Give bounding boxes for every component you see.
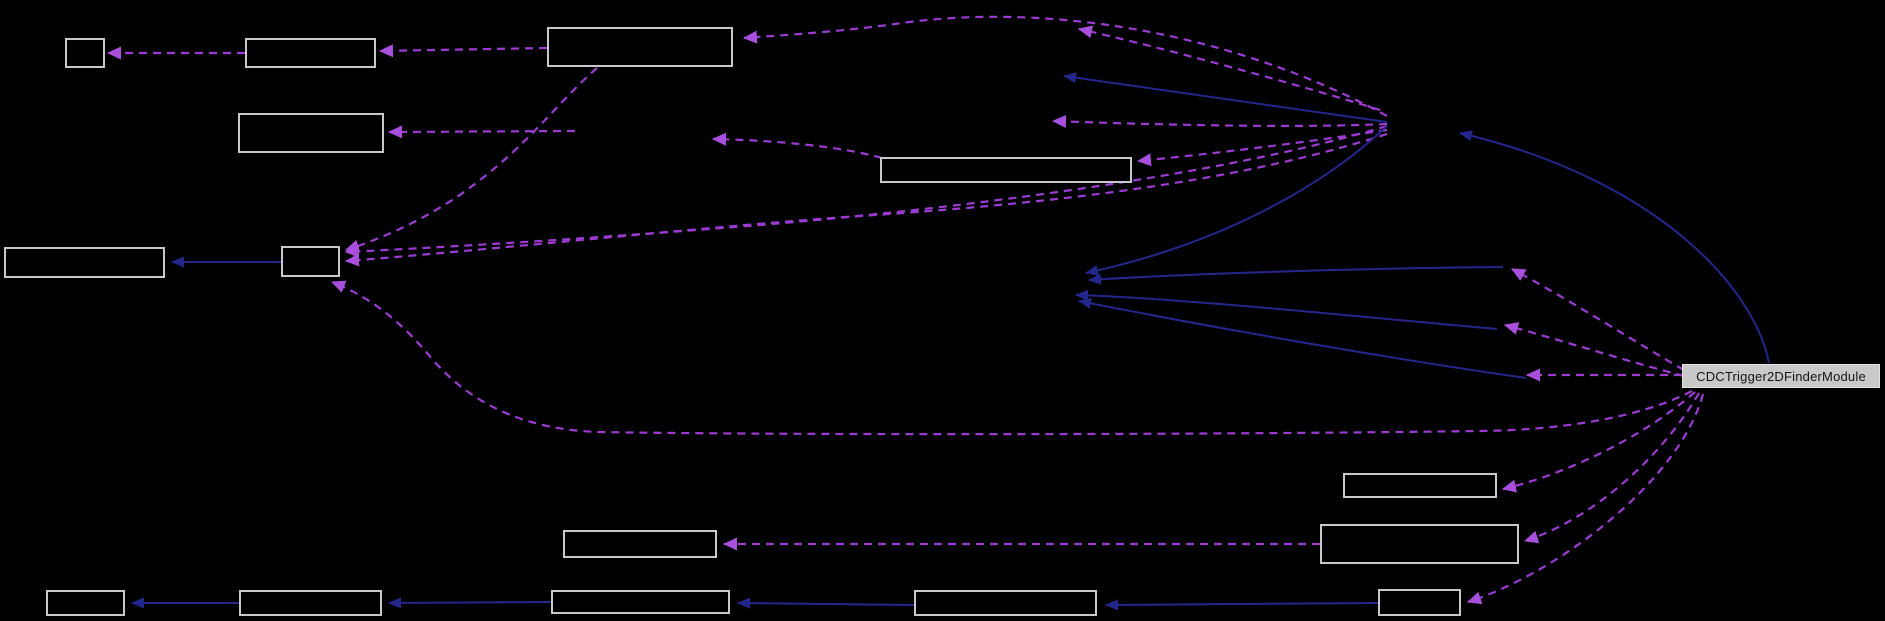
node-left-tall[interactable]	[238, 113, 384, 153]
edge-dashed	[345, 124, 1388, 258]
edge-solid	[1085, 125, 1388, 276]
node-bottom-3[interactable]	[551, 590, 730, 614]
edge-dashed	[1467, 393, 1705, 605]
edge-dashed	[345, 67, 598, 253]
node-top-second[interactable]	[245, 38, 376, 68]
node-right-tall[interactable]	[1320, 524, 1519, 564]
node-bottom-4[interactable]	[914, 590, 1097, 616]
node-bottom-1[interactable]	[46, 590, 125, 616]
edge-solid	[1078, 297, 1527, 379]
edge-dashed	[1511, 268, 1685, 371]
edge-dashed	[379, 44, 548, 58]
edge-dashed	[1504, 322, 1685, 378]
edge-solid	[737, 597, 915, 609]
edge-solid	[388, 597, 552, 609]
edge-dashed	[1524, 392, 1700, 544]
edge-solid	[1459, 130, 1770, 364]
node-top-left-small[interactable]	[65, 38, 105, 68]
node-right-upper[interactable]	[1343, 473, 1497, 498]
node-top-wide[interactable]	[547, 27, 733, 67]
node-bottom-middle[interactable]	[563, 530, 717, 558]
edge-dashed	[1052, 114, 1388, 128]
edge-dashed	[743, 15, 1388, 117]
main-class-node[interactable]: CDCTrigger2DFinderModule	[1682, 364, 1880, 388]
node-middle-wide[interactable]	[880, 157, 1132, 183]
node-mid-left-wide[interactable]	[4, 247, 165, 278]
edge-dashed	[388, 125, 576, 139]
edge-solid	[1063, 72, 1388, 123]
edge-solid	[1075, 289, 1498, 330]
edge-solid	[1088, 266, 1504, 285]
node-mid-left-small[interactable]	[281, 246, 340, 277]
node-right-small[interactable]	[1378, 589, 1461, 616]
edge-solid	[1105, 599, 1379, 611]
edge-dashed	[331, 280, 1693, 436]
node-bottom-2[interactable]	[239, 590, 382, 616]
edge-dashed	[1078, 25, 1381, 112]
edge-dashed	[1502, 391, 1696, 493]
edge-dashed	[712, 132, 883, 160]
